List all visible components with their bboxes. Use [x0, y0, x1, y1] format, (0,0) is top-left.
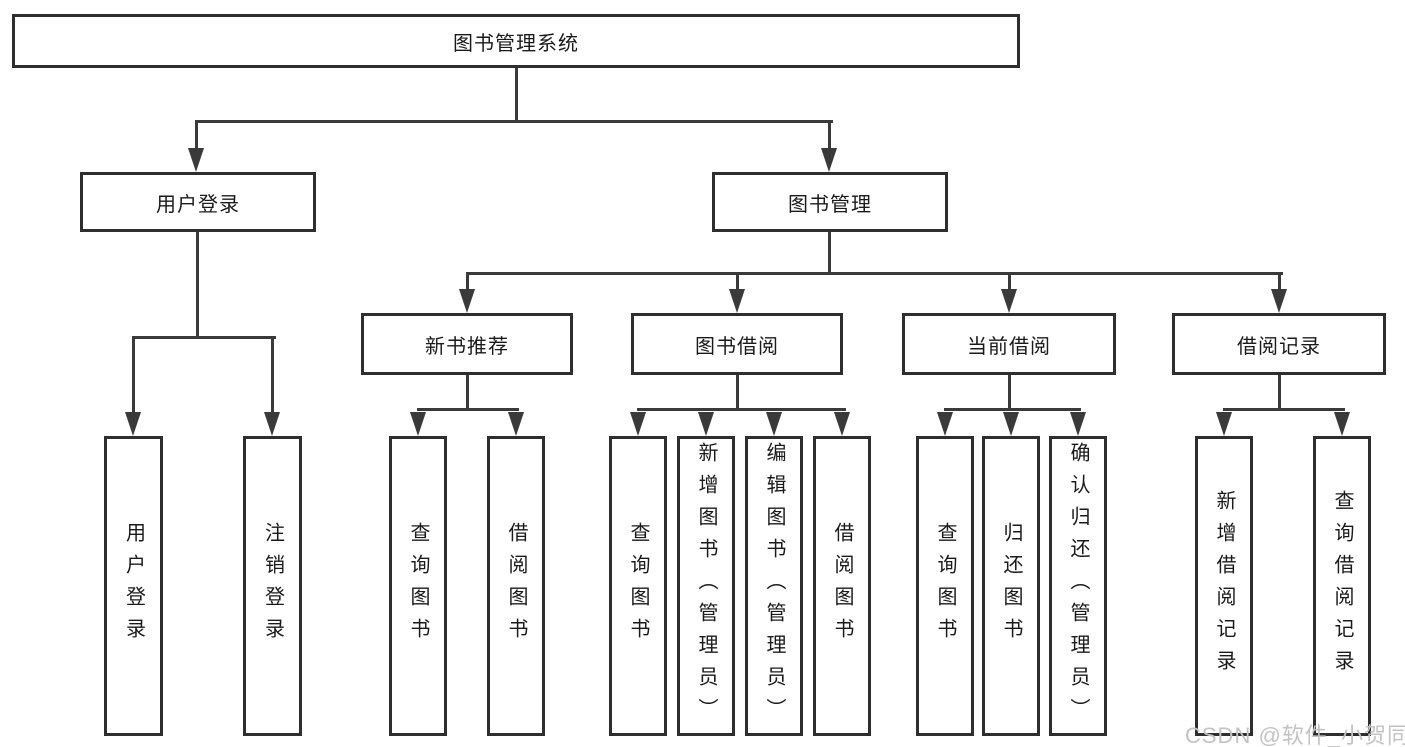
- arrowhead-down-icon: [1271, 289, 1287, 313]
- node-add-books-admin: 新增图书（管理员）: [677, 436, 735, 736]
- arrowhead-down-icon: [630, 412, 646, 436]
- connector-vline-6: [828, 232, 831, 274]
- node-label: 注销登录: [261, 522, 284, 650]
- node-logout: 注销登录: [243, 436, 302, 736]
- arrowhead-down-icon: [508, 412, 524, 436]
- node-query-borrowing-record: 查询借阅记录: [1313, 436, 1371, 736]
- node-query-books-current: 查询图书: [916, 436, 974, 736]
- node-label: 借阅记录: [1237, 335, 1321, 358]
- connector-hline-1: [132, 336, 276, 339]
- node-borrow-books-recommend: 借阅图书: [487, 436, 545, 736]
- arrowhead-down-icon: [459, 289, 475, 313]
- node-label: 查询图书: [627, 522, 649, 650]
- connector-hline-2: [466, 272, 1283, 275]
- arrowhead-down-icon: [1003, 412, 1019, 436]
- node-new-book-recommendation: 新书推荐: [361, 313, 573, 375]
- node-label: 借阅图书: [505, 522, 527, 650]
- connector-vline-0: [515, 68, 518, 123]
- node-label: 借阅图书: [831, 522, 853, 650]
- node-label: 新增图书（管理员）: [695, 442, 717, 730]
- node-borrow-books-borrowing: 借阅图书: [813, 436, 871, 736]
- node-label: 查询借阅记录: [1331, 490, 1353, 682]
- node-label: 图书管理: [788, 193, 872, 216]
- arrowhead-down-icon: [729, 289, 745, 313]
- node-confirm-return-admin: 确认归还（管理员）: [1049, 436, 1107, 736]
- connector-vline-11: [466, 375, 469, 411]
- arrowhead-down-icon: [264, 412, 280, 436]
- node-library-management-system: 图书管理系统: [12, 14, 1020, 68]
- arrowhead-down-icon: [188, 148, 204, 172]
- node-book-borrowing: 图书借阅: [631, 313, 843, 375]
- connector-vline-8: [736, 272, 739, 293]
- arrowhead-down-icon: [410, 412, 426, 436]
- connector-vline-14: [1278, 375, 1281, 411]
- connector-hline-4: [637, 408, 846, 411]
- node-label: 用户登录: [122, 522, 145, 650]
- connector-vline-12: [736, 375, 739, 411]
- node-user-login: 用户登录: [104, 436, 163, 736]
- connector-vline-10: [1278, 272, 1281, 293]
- connector-vline-2: [828, 120, 831, 152]
- arrowhead-down-icon: [937, 412, 953, 436]
- node-label: 图书借阅: [695, 335, 779, 358]
- node-label: 查询图书: [407, 522, 429, 650]
- node-query-books-recommend: 查询图书: [389, 436, 447, 736]
- node-query-books-borrowing: 查询图书: [609, 436, 667, 736]
- node-current-borrowing: 当前借阅: [902, 313, 1116, 375]
- node-label: 图书管理系统: [453, 32, 579, 55]
- arrowhead-down-icon: [834, 412, 850, 436]
- connector-vline-4: [132, 336, 135, 416]
- connector-vline-13: [1008, 375, 1011, 411]
- arrowhead-down-icon: [766, 412, 782, 436]
- connector-hline-6: [1223, 408, 1345, 411]
- connector-vline-5: [271, 336, 274, 416]
- node-label: 查询图书: [934, 522, 956, 650]
- node-label: 当前借阅: [967, 335, 1051, 358]
- arrowhead-down-icon: [1216, 412, 1232, 436]
- connector-hline-5: [944, 408, 1081, 411]
- node-label: 新增借阅记录: [1213, 490, 1235, 682]
- node-label: 新书推荐: [425, 335, 509, 358]
- arrowhead-down-icon: [1070, 412, 1086, 436]
- arrowhead-down-icon: [1001, 289, 1017, 313]
- connector-vline-3: [196, 232, 199, 339]
- node-label: 归还图书: [1000, 522, 1022, 650]
- connector-hline-0: [195, 120, 833, 123]
- connector-hline-3: [417, 408, 519, 411]
- arrowhead-down-icon: [821, 148, 837, 172]
- node-label: 用户登录: [156, 193, 240, 216]
- node-book-management-branch: 图书管理: [712, 172, 948, 232]
- node-return-books: 归还图书: [982, 436, 1040, 736]
- node-edit-books-admin: 编辑图书（管理员）: [745, 436, 803, 736]
- node-borrowing-records: 借阅记录: [1172, 313, 1386, 375]
- connector-vline-7: [466, 272, 469, 293]
- node-label: 编辑图书（管理员）: [763, 442, 785, 730]
- arrowhead-down-icon: [1334, 412, 1350, 436]
- node-user-login-branch: 用户登录: [80, 172, 316, 232]
- arrowhead-down-icon: [698, 412, 714, 436]
- connector-vline-9: [1008, 272, 1011, 293]
- csdn-watermark: CSDN @软件_小贺同学: [1185, 723, 1405, 747]
- connector-vline-1: [195, 120, 198, 152]
- arrowhead-down-icon: [125, 412, 141, 436]
- node-label: 确认归还（管理员）: [1067, 442, 1089, 730]
- node-add-borrowing-record: 新增借阅记录: [1195, 436, 1253, 736]
